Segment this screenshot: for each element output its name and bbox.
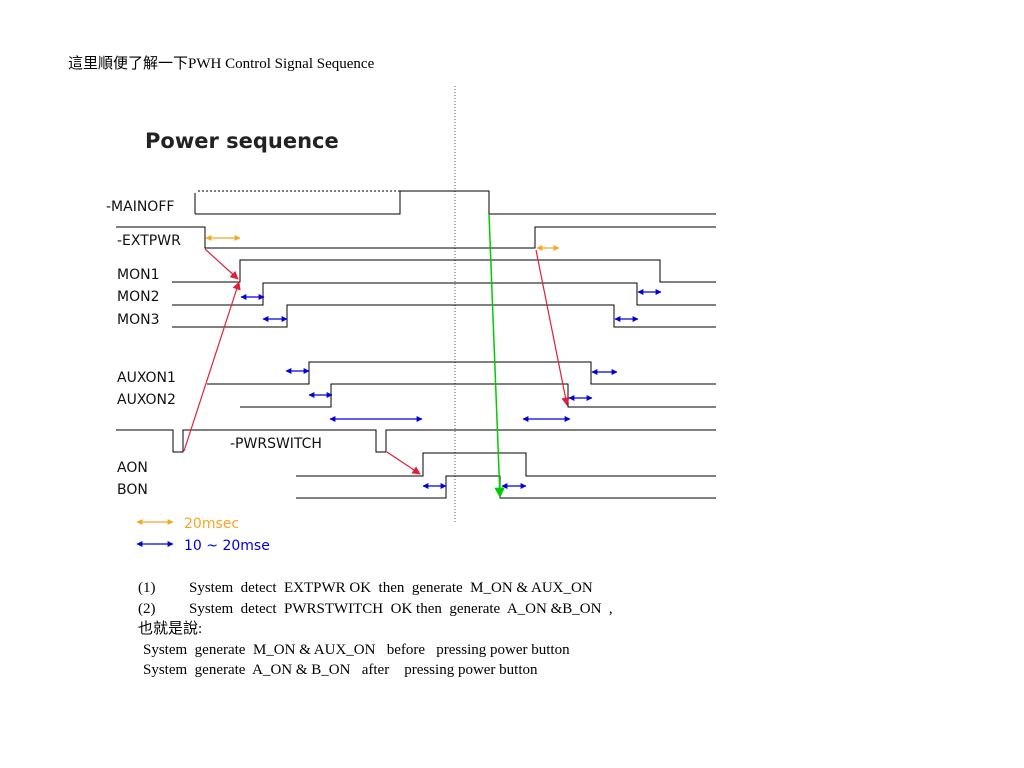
signal-label-bon: BON	[117, 482, 148, 498]
waveform-auxon1	[207, 361, 716, 385]
arrow-mainoff-to-bon	[488, 213, 505, 499]
signal-label-mainoff: -MAINOFF	[106, 199, 174, 215]
note-item: (2) System detect PWRSTWITCH OK then gene…	[138, 599, 613, 620]
waveform-aon	[296, 452, 716, 477]
legend: 20msec 10 ~ 20mse	[136, 516, 270, 554]
note-number: (2)	[138, 600, 156, 617]
legend-20ms-label: 20msec	[184, 516, 239, 532]
waveform-extpwr	[116, 226, 716, 249]
waveform-bon	[296, 475, 716, 499]
signal-label-aon: AON	[117, 460, 148, 476]
signal-label-pwrswitch: -PWRSWITCH	[230, 436, 322, 452]
waveform-mainoff	[195, 190, 716, 215]
signal-label-extpwr: -EXTPWR	[117, 233, 181, 249]
waveform-auxon2	[240, 383, 716, 408]
arrow-extpwr-to-auxon2	[535, 249, 570, 406]
arrow-pwrswitch-to-aon	[386, 451, 421, 475]
summary-line: System generate A_ON & B_ON after pressi…	[143, 662, 538, 678]
notes-block: (1) System detect EXTPWR OK then generate…	[138, 578, 613, 681]
waveform-mon1	[172, 259, 716, 283]
arrow-pwrswitch-to-mon1	[183, 281, 241, 452]
summary-label: 也就是說:	[138, 621, 203, 637]
note-text: System detect PWRSTWITCH OK then generat…	[189, 600, 613, 617]
legend-10-20ms-label: 10 ~ 20mse	[184, 538, 270, 554]
signal-label-mon2: MON2	[117, 289, 159, 305]
diagram-title: Power sequence	[145, 129, 339, 153]
waveform-mon3	[172, 304, 716, 328]
signal-label-auxon1: AUXON1	[117, 370, 176, 386]
note-text: System detect EXTPWR OK then generate M_…	[189, 580, 593, 596]
arrow-extpwr-to-mon1	[204, 248, 239, 280]
note-number: (1)	[138, 580, 156, 596]
slide-heading: 這里順便了解一下PWH Control Signal Sequence	[68, 56, 375, 72]
signal-label-mon1: MON1	[117, 267, 159, 283]
summary-line: System generate M_ON & AUX_ON before pre…	[143, 641, 570, 658]
signal-label-auxon2: AUXON2	[117, 392, 176, 408]
signal-label-mon3: MON3	[117, 312, 159, 328]
waveform-mon2	[172, 282, 716, 306]
waveform-pwrswitch	[116, 429, 716, 453]
note-item: (1) System detect EXTPWR OK then generate…	[138, 578, 613, 599]
